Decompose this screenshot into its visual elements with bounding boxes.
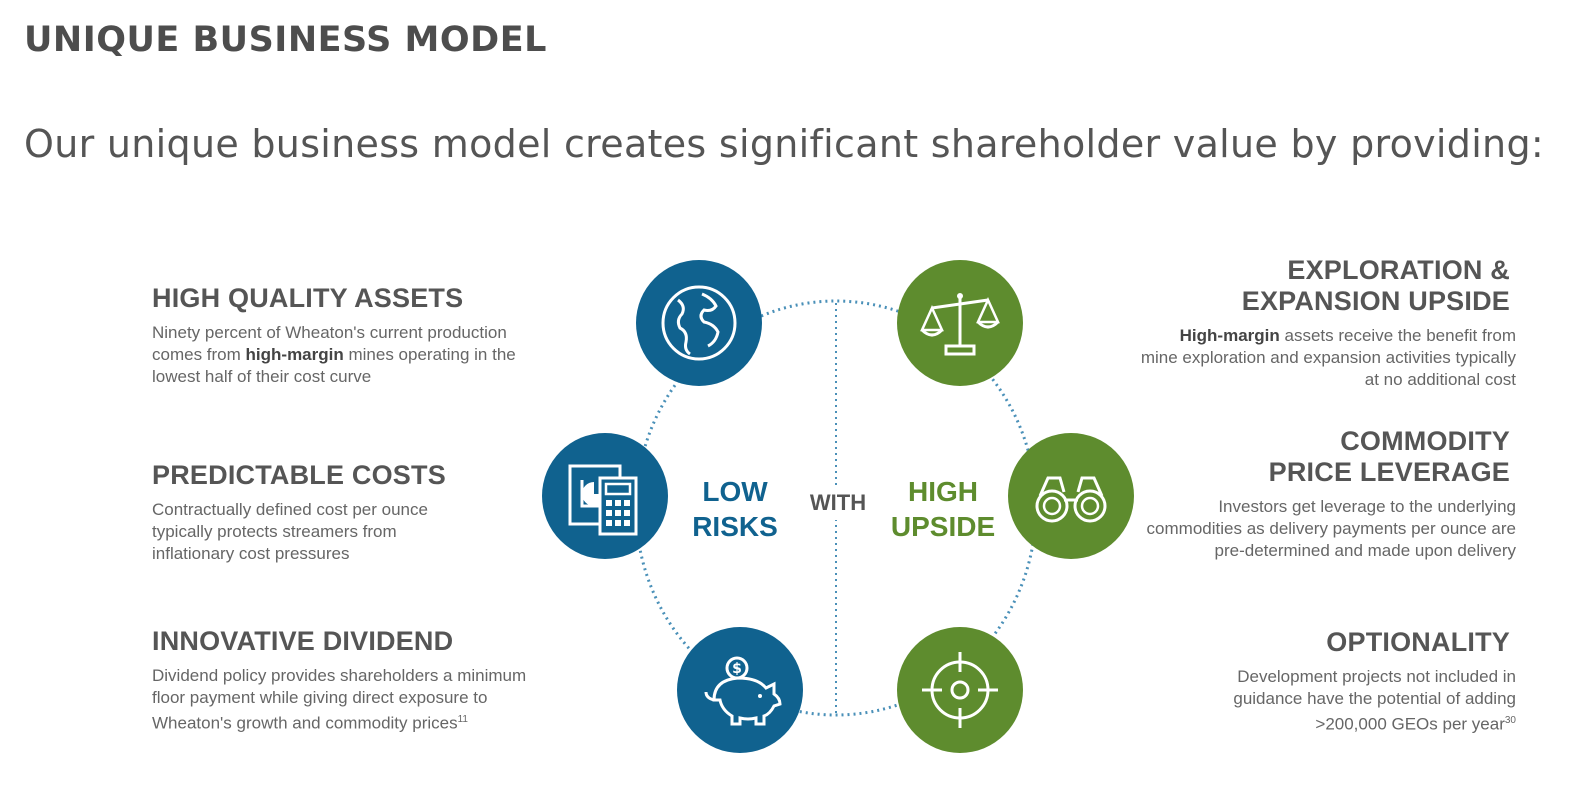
heading-line: EXPANSION UPSIDE xyxy=(1241,286,1510,316)
text-part: Ninety percent of Wheaton's current prod… xyxy=(152,323,507,364)
innovative-dividend-heading: INNOVATIVE DIVIDEND xyxy=(152,626,454,656)
svg-text:$: $ xyxy=(732,661,742,677)
calculator-icon xyxy=(542,433,668,559)
text-part: mines operating in the lowest half of th… xyxy=(152,345,516,386)
piggy-bank-icon: $ xyxy=(677,627,803,753)
text-part: assets receive the benefit from mine exp… xyxy=(1140,326,1516,389)
text-bold: high-margin xyxy=(245,345,344,364)
with-label: WITH xyxy=(800,485,876,520)
exploration-text: High-margin assets receive the benefit f… xyxy=(1140,325,1516,391)
low-risks-label: LOW RISKS xyxy=(680,474,790,544)
innovative-dividend-text: Dividend policy provides shareholders a … xyxy=(152,665,562,735)
text-bold: High-margin xyxy=(1179,326,1280,345)
high-upside-label: HIGH UPSIDE xyxy=(880,474,1006,544)
text-part: Dividend policy provides shareholders a … xyxy=(152,666,527,733)
footnote: 11 xyxy=(457,714,468,725)
heading-line: PRICE LEVERAGE xyxy=(1268,457,1510,487)
page-title: UNIQUE BUSINESS MODEL xyxy=(24,20,547,60)
high-label: HIGH xyxy=(908,476,978,507)
exploration-block: EXPLORATION &EXPANSION UPSIDE High-margi… xyxy=(1140,255,1516,391)
binoculars-icon xyxy=(1008,433,1134,559)
innovative-dividend-block: INNOVATIVE DIVIDEND Dividend policy prov… xyxy=(152,626,562,735)
predictable-costs-block: PREDICTABLE COSTS Contractually defined … xyxy=(152,460,462,565)
optionality-text: Development projects not included in gui… xyxy=(1200,666,1516,736)
exploration-heading: EXPLORATION &EXPANSION UPSIDE xyxy=(1140,255,1510,317)
crosshair-icon xyxy=(897,627,1023,753)
footnote: 30 xyxy=(1504,715,1516,726)
heading-line: EXPLORATION & xyxy=(1287,255,1510,285)
high-quality-assets-block: HIGH QUALITY ASSETS Ninety percent of Wh… xyxy=(152,283,552,388)
optionality-block: OPTIONALITY Development projects not inc… xyxy=(1200,627,1516,736)
high-quality-assets-text: Ninety percent of Wheaton's current prod… xyxy=(152,322,552,388)
upside-label: UPSIDE xyxy=(890,511,996,542)
predictable-costs-text: Contractually defined cost per ounce typ… xyxy=(152,500,428,563)
scales-icon xyxy=(897,260,1023,386)
risks-label: RISKS xyxy=(692,511,778,542)
predictable-costs-heading: PREDICTABLE COSTS xyxy=(152,460,446,490)
commodity-text: Investors get leverage to the underlying… xyxy=(1146,497,1516,560)
page-subtitle: Our unique business model creates signif… xyxy=(24,122,1544,166)
optionality-heading: OPTIONALITY xyxy=(1326,627,1510,657)
globe-icon xyxy=(636,260,762,386)
heading-line: COMMODITY xyxy=(1340,426,1510,456)
high-quality-assets-heading: HIGH QUALITY ASSETS xyxy=(152,283,464,313)
text-part: Development projects not included in gui… xyxy=(1233,667,1516,734)
low-label: LOW xyxy=(702,476,768,507)
